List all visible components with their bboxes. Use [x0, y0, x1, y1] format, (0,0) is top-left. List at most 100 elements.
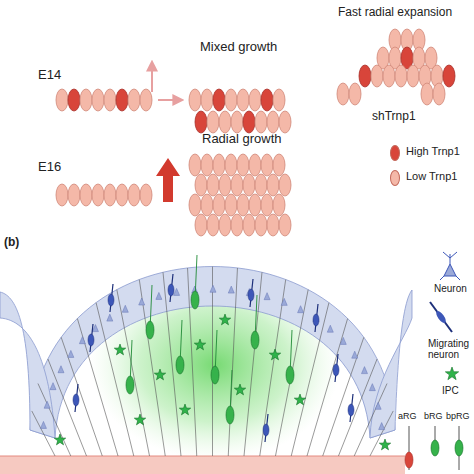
neuron — [281, 298, 287, 305]
progenitor-cell — [56, 184, 68, 206]
progenitor-cell — [273, 194, 285, 216]
progenitor-cell — [249, 154, 261, 176]
progenitor-cell — [140, 184, 152, 206]
progenitor-cell — [92, 89, 104, 111]
radial-fiber — [77, 319, 118, 456]
neuron — [50, 383, 56, 390]
progenitor-cell — [219, 174, 231, 196]
progenitor-cell — [237, 89, 249, 111]
progenitor-cell — [349, 83, 361, 105]
progenitor-cell — [56, 89, 68, 111]
ipc-cell — [134, 414, 145, 425]
radial-fiber — [228, 268, 237, 456]
progenitor-cell — [395, 65, 407, 87]
progenitor-cell — [359, 65, 371, 87]
neuron — [264, 293, 270, 300]
neuron — [40, 421, 46, 428]
progenitor-cell — [104, 89, 116, 111]
progenitor-cell — [68, 89, 80, 111]
neuron — [327, 325, 333, 332]
progenitor-cell — [243, 111, 255, 133]
progenitor-cell — [104, 184, 116, 206]
legend-text: High Trnp1 — [406, 145, 460, 157]
progenitor-cell — [255, 111, 267, 133]
stage-label: Mixed growth — [200, 40, 277, 55]
legend-text: IPC — [442, 385, 459, 396]
radial-fiber — [48, 359, 87, 456]
progenitor-cell — [195, 111, 207, 133]
progenitor-cell — [255, 214, 267, 236]
radial-fiber — [370, 411, 393, 456]
progenitor-cell — [267, 214, 279, 236]
progenitor-cell — [279, 111, 291, 133]
ipc-cell — [114, 344, 125, 355]
progenitor-cell — [255, 174, 267, 196]
radial-fiber — [275, 290, 308, 456]
neuron — [174, 288, 180, 295]
migrating-neuron — [263, 424, 269, 436]
migrating-neuron — [108, 294, 114, 306]
progenitor-cell — [201, 154, 213, 176]
progenitor-cell — [140, 89, 152, 111]
neuron — [122, 305, 128, 312]
neuron — [210, 285, 216, 292]
progenitor-cell — [371, 65, 383, 87]
legend-text: bpRG — [446, 412, 470, 422]
radial-fiber — [61, 337, 102, 456]
radial-fiber — [260, 280, 286, 456]
progenitor-cell — [92, 184, 104, 206]
ipc-cell — [379, 439, 390, 450]
ipc-cell — [234, 384, 245, 395]
stage-label: E14 — [38, 68, 61, 83]
progenitor-cell — [243, 174, 255, 196]
brg-cell — [146, 321, 154, 339]
radial-fiber — [139, 280, 165, 456]
stage-label: Fast radial expansion — [338, 6, 452, 20]
legend-swatch — [390, 145, 400, 161]
brg-cell — [251, 331, 259, 349]
progenitor-cell — [189, 194, 201, 216]
progenitor-cell — [128, 89, 140, 111]
brg-cell — [176, 356, 184, 374]
neuron — [139, 298, 145, 305]
neuron — [340, 337, 346, 344]
radial-growth-arrow — [156, 158, 180, 202]
progenitor-cell — [337, 83, 349, 105]
migrating-neuron — [73, 394, 79, 406]
radial-fiber — [307, 319, 348, 456]
stage-label: shTrnp1 — [372, 110, 416, 124]
neuron — [361, 367, 367, 374]
progenitor-cell — [213, 154, 225, 176]
ipc-cell — [219, 314, 230, 325]
migrating-neuron — [333, 364, 339, 376]
progenitor-cell — [237, 194, 249, 216]
progenitor-cell — [249, 194, 261, 216]
progenitor-cell — [443, 65, 455, 87]
progenitor-cell — [261, 194, 273, 216]
radial-fiber — [38, 384, 71, 456]
brg-cell — [126, 376, 134, 394]
progenitor-cell — [213, 194, 225, 216]
progenitor-cell — [231, 214, 243, 236]
radial-fiber — [244, 272, 262, 456]
neuron — [379, 423, 385, 430]
progenitor-cell — [383, 65, 395, 87]
progenitor-cell — [225, 89, 237, 111]
progenitor-cell — [80, 184, 92, 206]
progenitor-cell — [249, 89, 261, 111]
legend-text: Low Trnp1 — [406, 170, 457, 182]
progenitor-cell — [207, 214, 219, 236]
progenitor-cell — [201, 194, 213, 216]
progenitor-cell — [231, 174, 243, 196]
ipc-cell — [445, 367, 458, 380]
legend-swatch — [390, 170, 400, 186]
ipc-cell — [179, 404, 190, 415]
progenitor-cell — [207, 111, 219, 133]
migrating-neuron — [348, 404, 354, 416]
radial-fiber — [338, 359, 377, 456]
brg-cell — [191, 291, 199, 309]
progenitor-cell — [267, 174, 279, 196]
progenitor-cell — [189, 89, 201, 111]
progenitor-cell — [273, 154, 285, 176]
progenitor-cell — [261, 89, 273, 111]
